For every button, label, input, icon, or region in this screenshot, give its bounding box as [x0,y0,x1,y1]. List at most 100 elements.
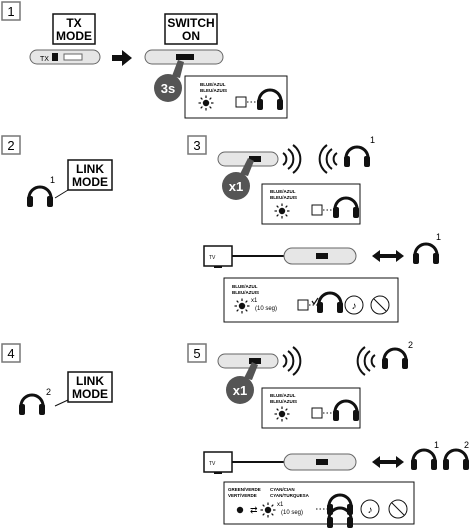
step-number-box [187,343,207,363]
headphones-icon [441,448,471,472]
headphones-icon [409,448,439,472]
duration: (10 seg) [255,306,277,312]
switch-on-label-box [164,13,218,45]
indicator-panel [184,75,288,119]
steady-led-icon [236,506,244,514]
link-button[interactable] [316,459,328,465]
status-box [235,96,247,108]
link-mode-label-box [67,371,113,403]
led-color-green: GREEN/VERDE [228,487,261,492]
step-3: 3 1 x1 BLUE/AZUL BLEU/AZUIS TV 1 BLUE/AZ… [187,135,441,323]
blink-count: x1 [251,298,258,304]
double-arrow-icon [372,456,404,468]
hold-time: 3s [161,81,175,96]
step-1: 1 TX MODE TX SWITCH ON 3s BLUE/AZUL BLEU… [1,1,288,119]
link-mode-label: LINK [76,162,104,176]
callout-line [54,189,69,199]
headphone-number: 1 [50,175,55,185]
step-5: 5 2 x1 BLUE/AZUL BLEU/AZUIS TV 1 2 GREEN… [187,340,471,528]
tv-stand [214,266,222,268]
music-glyph: ♪ [352,301,357,312]
step-4: 4 LINK MODE 2 [1,343,113,417]
headphones-icon [25,185,55,209]
tx-mode-label: TX [66,16,81,30]
music-note-icon [344,295,364,315]
switch-on-label: SWITCH [167,16,214,30]
link-button[interactable] [249,156,261,162]
link-button[interactable] [316,253,328,259]
switch-on-label-2: ON [182,29,200,43]
power-switch-on[interactable] [176,54,194,60]
tv-label: TV [209,255,216,261]
headphone-number: 2 [46,387,51,397]
led-color-label-2: BLEU/AZUIS [200,88,227,93]
indicator-panel [223,481,415,525]
sun-led-icon [197,94,215,112]
headphone-number: 2 [464,440,469,450]
power-switch[interactable] [63,53,83,61]
signal-waves-icon [356,346,376,376]
music-glyph: ♪ [368,505,373,516]
link-mode-label: LINK [76,374,104,388]
signal-waves-icon [318,144,338,174]
link-button[interactable] [249,358,261,364]
step-number: 4 [7,346,14,361]
music-note-icon [360,499,380,519]
indicator-panel [223,277,399,323]
sun-led-icon [273,202,291,220]
mute-slash [373,298,387,312]
led-color-label-2: BLEU/AZUIS [232,290,259,295]
step-number-box [1,343,21,363]
tx-switch[interactable] [52,53,58,61]
link-mode-label-2: MODE [72,387,108,401]
headphone-number: 2 [408,340,413,350]
step-2: 2 LINK MODE 1 [1,135,113,209]
signal-waves-icon [282,144,302,174]
signal-waves-icon [282,346,302,376]
led-color-label: BLUE/AZUL [200,82,226,87]
led-color-green-2: VERT/VERDE [228,493,257,498]
link-mode-label-2: MODE [72,175,108,189]
step-number-box [1,135,21,155]
step-number-box [187,135,207,155]
arrow-right-icon [112,50,132,66]
mute-slash [391,502,405,516]
check-icon [311,297,319,306]
headphones-icon [380,347,410,371]
blink-count: x1 [277,502,284,508]
tx-switch-text: TX [40,56,49,63]
status-box [311,407,323,419]
led-color-label: BLUE/AZUL [270,189,296,194]
indicator-panel [261,387,361,429]
step-number: 2 [7,138,14,153]
led-color-label-2: BLEU/AZUIS [270,399,297,404]
status-box [311,204,323,216]
tv-label: TV [209,461,216,467]
step-number: 1 [7,4,14,19]
sun-led-icon [259,501,277,519]
link-mode-label-box [67,159,113,191]
press-count: x1 [229,179,243,194]
led-color-label-2: BLEU/AZUIS [270,195,297,200]
led-color-cyan: CYAN/CIAN [270,487,295,492]
callout-line [54,399,69,407]
status-box [297,299,309,311]
led-color-label: BLUE/AZUL [270,393,296,398]
headphone-number: 1 [434,440,439,450]
tv-stand [214,472,222,474]
tx-mode-label-box [52,13,96,45]
step-number: 3 [193,138,200,153]
hand-icon [226,362,258,404]
headphones-icon [411,242,441,266]
headphones-icon [342,145,372,169]
sun-led-icon [273,405,291,423]
alternate-arrows-icon: ⇄ [250,505,258,515]
duration: (10 seg) [281,510,303,516]
sun-led-icon [233,297,251,315]
hand-icon [222,158,254,200]
headphones-icon [17,393,47,417]
headphone-number: 1 [436,232,441,242]
indicator-panel [261,183,361,225]
step-number-box [1,1,21,21]
